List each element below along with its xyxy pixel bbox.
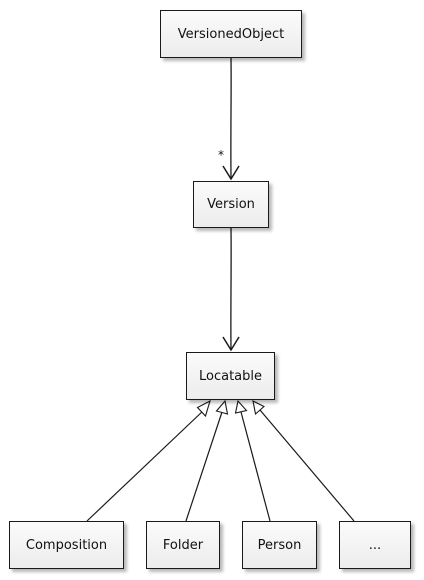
generalization-arrowhead-folder [215,399,229,415]
class-more-label: ... [368,537,382,553]
generalization-line-person [240,411,271,522]
class-versioned-object-label: VersionedObject [177,26,285,42]
class-composition: Composition [9,521,124,569]
class-version: Version [193,181,269,228]
generalization-line-ellipsis [259,409,355,522]
class-version-label: Version [207,197,255,212]
generalization-line-folder [185,411,223,522]
generalization-arrowhead-person [234,399,248,414]
class-folder: Folder [146,521,220,569]
class-composition-label: Composition [25,537,108,553]
class-folder-label: Folder [162,537,204,553]
class-locatable: Locatable [186,352,275,400]
class-more: ... [339,521,411,569]
association-arrowhead-version [222,165,240,181]
generalization-line-composition [86,409,205,522]
generalization-arrowhead-composition [196,399,211,418]
class-locatable-label: Locatable [198,368,262,384]
class-person-label: Person [257,537,302,553]
association-arrowhead-locatable [222,336,240,352]
generalization-arrowhead-ellipsis [252,400,265,416]
class-versioned-object: VersionedObject [160,10,302,58]
class-person: Person [242,521,317,569]
multiplicity-label: * [218,148,224,162]
